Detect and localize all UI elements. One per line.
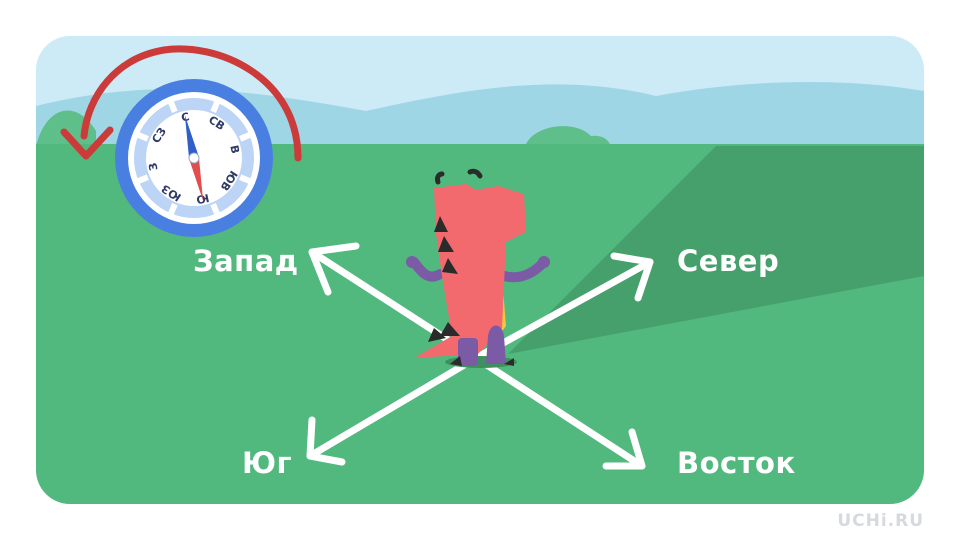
compass-label-w: З: [146, 161, 160, 172]
compass-icon: С СВ В ЮВ Ю ЮЗ З СЗ: [115, 79, 273, 237]
label-south: Юг: [242, 446, 293, 480]
bush-middle: [526, 126, 611, 148]
arrow-east: [472, 354, 646, 470]
scene: С СВ В ЮВ Ю ЮЗ З СЗ Запад Север Юг Восто…: [36, 36, 924, 504]
arrow-south: [306, 354, 480, 460]
label-north: Север: [677, 244, 780, 278]
compass-label-e: В: [227, 144, 241, 155]
compass-needle: [184, 114, 204, 202]
grass-shadow: [508, 146, 924, 354]
arrow-north: [472, 258, 654, 362]
arrow-east-head: [602, 428, 646, 470]
landscape: С СВ В ЮВ Ю ЮЗ З СЗ: [36, 36, 924, 504]
rotation-arrow-icon: [60, 45, 302, 162]
brand-logo: UCHi.RU: [837, 511, 924, 531]
arrow-west-head: [308, 242, 360, 296]
dinosaur-icon: [406, 168, 550, 368]
arrow-north-head: [610, 252, 654, 302]
label-west: Запад: [193, 244, 299, 278]
arrow-south-head: [306, 416, 346, 466]
label-east: Восток: [677, 446, 796, 480]
